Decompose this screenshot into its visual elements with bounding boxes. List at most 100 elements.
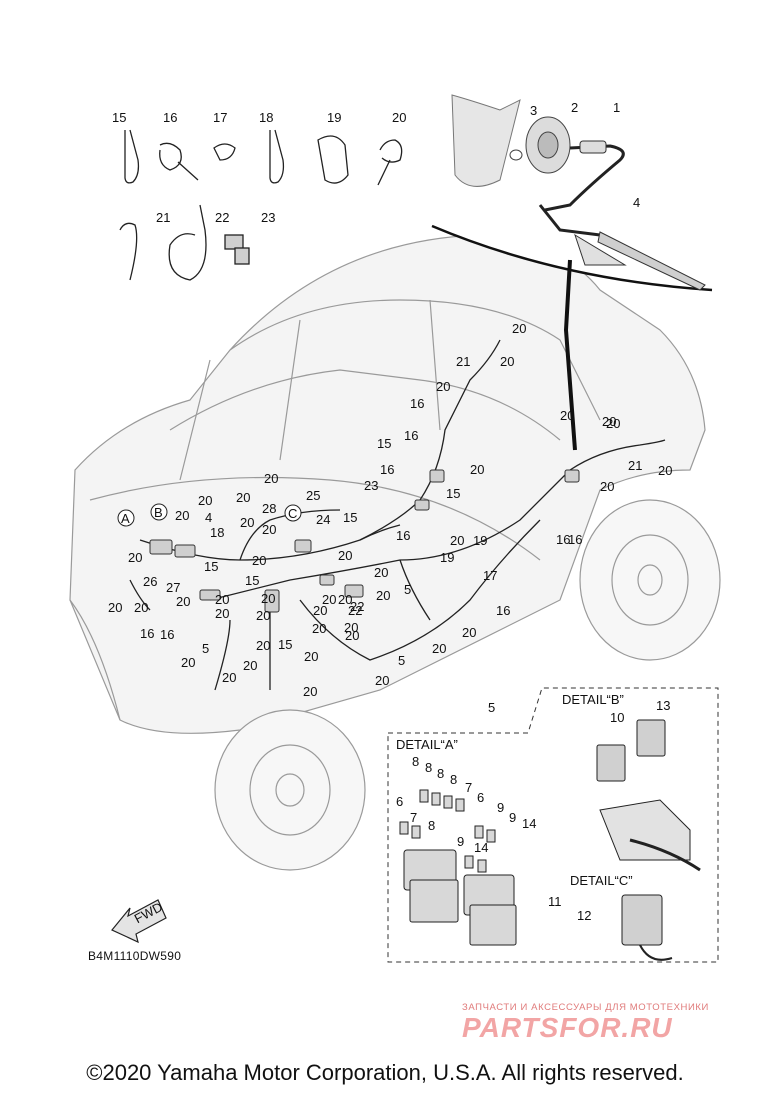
harness-callout: 17 xyxy=(483,568,497,583)
detail-c-label: 11 xyxy=(548,894,562,909)
harness-callout: 16 xyxy=(496,603,510,618)
callout-15: 15 xyxy=(112,110,126,125)
harness-callout: 23 xyxy=(364,478,378,493)
detail-a-label: 8 xyxy=(412,754,419,769)
harness-callout: 20 xyxy=(252,553,266,568)
harness-callout: 22 xyxy=(350,599,364,614)
vehicle-outline xyxy=(69,234,706,734)
front-left-wheel xyxy=(214,709,366,871)
harness-callout: 20 xyxy=(432,641,446,656)
marker-a: A xyxy=(121,511,130,526)
detail-a-label: 7 xyxy=(465,780,472,795)
detail-b-title: DETAIL“B” xyxy=(562,692,624,707)
harness-callout: 20 xyxy=(215,606,229,621)
copyright-notice: ©2020 Yamaha Motor Corporation, U.S.A. A… xyxy=(86,1060,684,1085)
harness-callout: 20 xyxy=(108,600,122,615)
detail-a-label: 14 xyxy=(474,840,488,855)
harness-callout: 20 xyxy=(175,508,189,523)
rear-right-wheel xyxy=(579,499,721,661)
detail-b-label: 10 xyxy=(610,710,624,725)
harness-callout: 15 xyxy=(446,486,460,501)
harness-callout: 20 xyxy=(303,684,317,699)
detail-c-title: DETAIL“C” xyxy=(570,873,633,888)
watermark-logo: PARTSFOR.RU xyxy=(462,1012,673,1043)
harness-callout: 20 xyxy=(512,321,526,336)
harness-callout: 15 xyxy=(204,559,218,574)
detail-markers: A B C xyxy=(117,503,302,527)
detail-labels: 5 DETAIL“A” DETAIL“B” DETAIL“C” 8 8 8 8 … xyxy=(396,692,670,923)
detail-a-label: 6 xyxy=(477,790,484,805)
harness-callout: 20 xyxy=(462,625,476,640)
detail-a-label: 9 xyxy=(509,810,516,825)
harness-callout: 20 xyxy=(312,621,326,636)
harness-callout: 15 xyxy=(245,573,259,588)
harness-callout: 20 xyxy=(374,565,388,580)
harness-callout: 20 xyxy=(181,655,195,670)
callout-22: 22 xyxy=(215,210,229,225)
harness-callout: 20 xyxy=(264,471,278,486)
detail-a-label: 9 xyxy=(457,834,464,849)
harness-callout: 21 xyxy=(456,354,470,369)
marker-b: B xyxy=(154,505,163,520)
harness-callout: 25 xyxy=(306,488,320,503)
harness-callout: 20 xyxy=(198,493,212,508)
callout-18: 18 xyxy=(259,110,273,125)
harness-callout: 4 xyxy=(205,510,212,525)
harness-callout: 20 xyxy=(470,462,484,477)
harness-callout: 20 xyxy=(600,479,614,494)
watermark-subtitle: ЗАПЧАСТИ И АКСЕССУАРЫ ДЛЯ МОТОТЕХНИКИ xyxy=(462,1002,709,1013)
harness-callout: 20 xyxy=(344,620,358,635)
harness-callout: 24 xyxy=(316,512,330,527)
harness-callout: 15 xyxy=(278,637,292,652)
sensor-detail-inset xyxy=(431,94,713,451)
callout-1: 1 xyxy=(613,100,620,115)
harness-callout: 16 xyxy=(410,396,424,411)
detail-a-label: 8 xyxy=(428,818,435,833)
harness-callout: 16 xyxy=(396,528,410,543)
harness-callout: 20 xyxy=(436,379,450,394)
harness-callout: 27 xyxy=(166,580,180,595)
harness-callout: 5 xyxy=(404,582,411,597)
callout-23: 23 xyxy=(261,210,275,225)
harness-callout: 16 xyxy=(568,532,582,547)
harness-callout: 20 xyxy=(313,603,327,618)
harness-callout: 20 xyxy=(500,354,514,369)
detail-b-label: 13 xyxy=(656,698,670,713)
callout-19: 19 xyxy=(327,110,341,125)
harness-callout: 20 xyxy=(338,548,352,563)
harness-callout: 16 xyxy=(556,532,570,547)
harness-callout: 20 xyxy=(658,463,672,478)
connector-clusters xyxy=(149,469,580,613)
callout-21: 21 xyxy=(156,210,170,225)
harness-callout: 20 xyxy=(134,600,148,615)
callout-5-detail: 5 xyxy=(488,700,495,715)
harness-callout: 20 xyxy=(606,416,620,431)
parts-fasteners xyxy=(119,129,403,281)
harness-callout: 20 xyxy=(560,408,574,423)
harness-callout: 18 xyxy=(210,525,224,540)
harness-callout: 15 xyxy=(343,510,357,525)
detail-a-label: 8 xyxy=(450,772,457,787)
harness-callout: 20 xyxy=(176,594,190,609)
harness-callout: 20 xyxy=(338,592,352,607)
harness-callout: 16 xyxy=(404,428,418,443)
harness-callout: 26 xyxy=(143,574,157,589)
detail-a-label: 6 xyxy=(396,794,403,809)
detail-b-relays xyxy=(596,719,701,872)
callout-3: 3 xyxy=(530,103,537,118)
harness-callout: 20 xyxy=(261,591,275,606)
callout-2: 2 xyxy=(571,100,578,115)
harness-callouts: 2020212016151616152320202020202028252020… xyxy=(108,321,672,699)
part-callouts: 1 2 3 4 15 16 17 18 19 20 21 22 23 xyxy=(112,100,640,225)
harness-callout: 20 xyxy=(322,592,336,607)
harness-callout: 20 xyxy=(236,490,250,505)
harness-callout: 19 xyxy=(473,533,487,548)
harness-callout: 20 xyxy=(304,649,318,664)
detail-a-label: 8 xyxy=(425,760,432,775)
callout-20: 20 xyxy=(392,110,406,125)
marker-c: C xyxy=(288,506,297,521)
harness-callout: 5 xyxy=(202,641,209,656)
harness-callout: 20 xyxy=(215,592,229,607)
detail-a-label: 14 xyxy=(522,816,536,831)
